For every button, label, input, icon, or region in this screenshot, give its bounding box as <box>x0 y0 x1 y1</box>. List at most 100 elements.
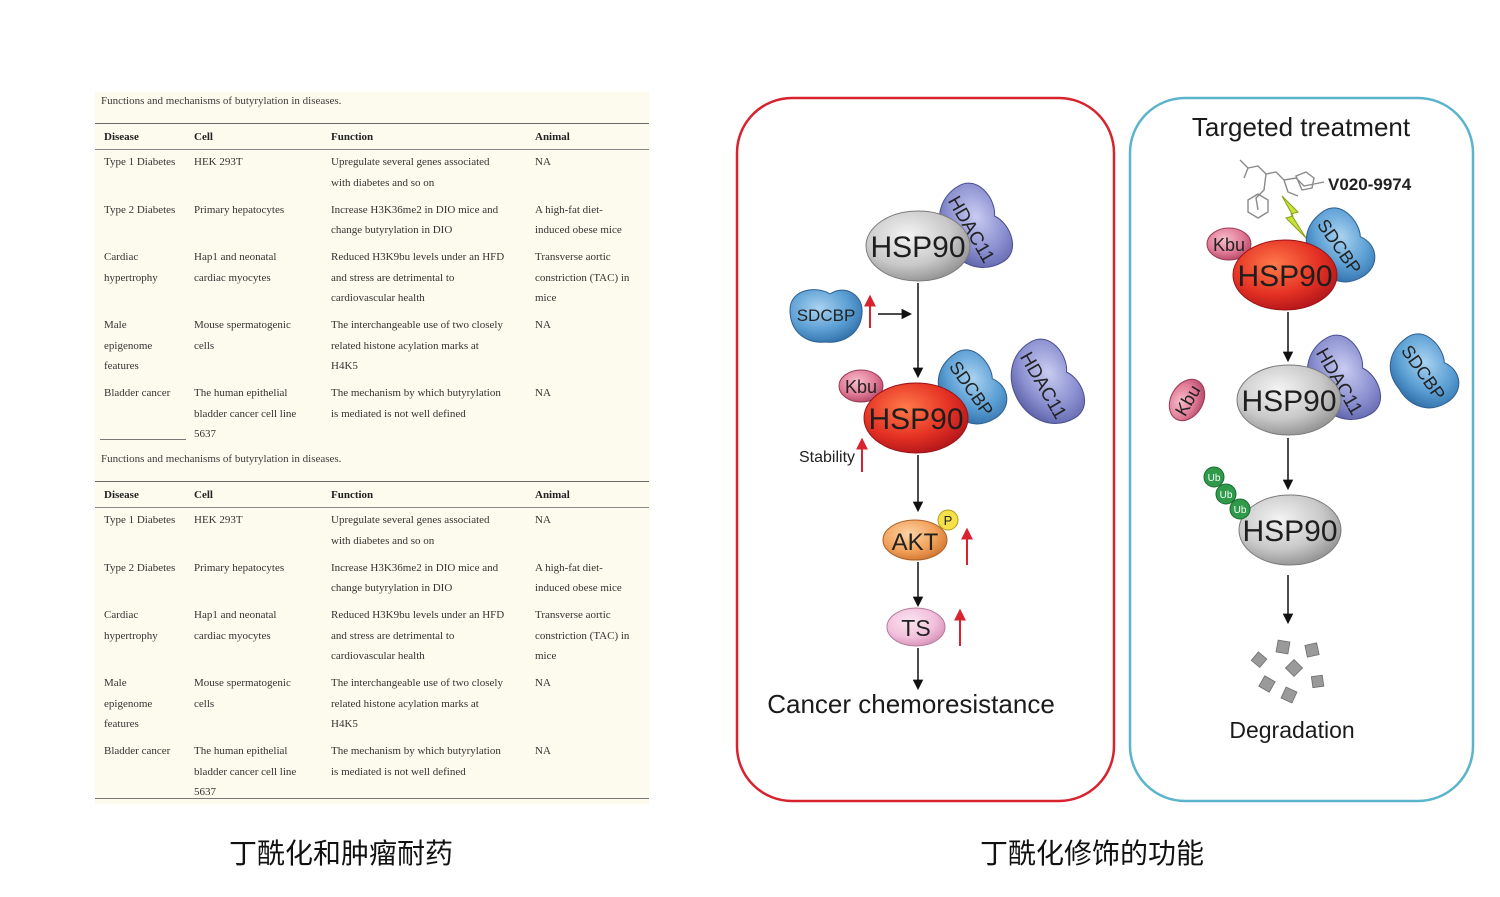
right-panel-frame <box>1128 96 1475 803</box>
akt-label: AKT <box>892 529 939 556</box>
table-bottom-rule <box>95 798 649 799</box>
cell-line: mice <box>535 292 557 304</box>
cell-line: HEK 293T <box>194 156 243 168</box>
cell-line: cardiovascular health <box>331 292 425 304</box>
cell-line: with diabetes and so on <box>331 534 435 547</box>
cell-line: Upregulate several genes associated <box>331 156 490 168</box>
table-grid: Disease Cell Function Animal Type 1 Diab… <box>95 123 649 449</box>
cell-line: Type 2 Diabetes <box>104 203 176 216</box>
table-caption: Functions and mechanisms of butyrylation… <box>101 95 342 107</box>
cell-line: change butyrylation in DIO <box>331 582 453 594</box>
table-header-row: Disease Cell Function Animal <box>95 124 649 150</box>
header-animal: Animal <box>535 488 570 501</box>
cell-line: NA <box>535 514 551 526</box>
cell-line: HEK 293T <box>194 514 243 526</box>
header-cell: Cell <box>194 130 213 143</box>
cell-line: is mediated is not well defined <box>331 765 466 778</box>
table-cell-function: Increase H3K36me2 in DIO mice and change … <box>322 558 526 604</box>
cell-line: Type 2 Diabetes <box>104 561 176 574</box>
ts-node <box>886 607 946 647</box>
cell-line: epigenome <box>104 339 153 352</box>
cell-line: change butyrylation in DIO <box>331 224 453 236</box>
cell-line: cardiac myocytes <box>194 271 271 284</box>
cell-line: Transverse aortic <box>535 609 611 621</box>
cell-line: NA <box>535 677 551 689</box>
akt-node <box>882 519 948 561</box>
hsp90-top <box>865 210 971 282</box>
cell-line: induced obese mice <box>535 582 622 594</box>
hsp90-right-mid <box>1236 364 1342 436</box>
table-cell-animal: NA <box>526 673 649 739</box>
ts-label: TS <box>901 615 930 641</box>
cell-line: mice <box>535 650 557 662</box>
cell-line: Upregulate several genes associated <box>331 514 490 526</box>
outcome-degradation: Degradation <box>1229 717 1354 743</box>
caption-left: 丁酰化和肿瘤耐药 <box>229 837 454 870</box>
ub-2 <box>1215 483 1237 505</box>
ub-3-label: Ub <box>1234 505 1247 516</box>
cell-line: features <box>104 718 139 730</box>
hsp90-right-bottom <box>1238 494 1342 566</box>
cell-line: NA <box>535 387 551 399</box>
caption-right: 丁酰化修饰的功能 <box>980 837 1205 870</box>
hsp90-right-bottom-label: HSP90 <box>1242 515 1337 548</box>
degradation-fragments-icon <box>1250 639 1325 704</box>
table-cell-disease: Type 1 Diabetes <box>95 510 185 556</box>
table-header-row: Disease Cell Function Animal <box>95 482 649 508</box>
cell-line: 5637 <box>194 786 216 798</box>
table-row: Type 1 Diabetes HEK 293T Upregulate severa… <box>95 150 649 198</box>
table-cell-cell: Primary hepatocytes <box>185 200 322 246</box>
cell-line: induced obese mice <box>535 224 622 236</box>
cell-line: A high-fat diet- <box>535 203 603 216</box>
cell-line: bladder cancer cell line <box>194 765 297 778</box>
cell-line: Cardiac <box>104 251 139 263</box>
cell-line: Primary hepatocytes <box>194 203 285 216</box>
kbu-right-top-label: Kbu <box>1213 235 1245 255</box>
hsp90-mid <box>863 382 969 454</box>
stability-label: Stability <box>799 449 855 466</box>
header-cell: Cell <box>194 488 213 501</box>
kbu-left-label: Kbu <box>845 377 877 397</box>
table-cell-function: Upregulate several genes associated with … <box>322 510 526 556</box>
cell-line: with diabetes and so on <box>331 176 435 189</box>
table-cell-animal: NA <box>526 383 649 449</box>
sdcbp-side-label: SDCBP <box>797 306 856 325</box>
cell-line: H4K5 <box>331 360 358 372</box>
table-cell-disease: Type 1 Diabetes <box>95 152 185 198</box>
cell-line: Reduced H3K9bu levels under an HFD <box>331 251 505 263</box>
outcome-chemoresistance: Cancer chemoresistance <box>767 689 1055 719</box>
cell-line: 5637 <box>194 428 216 440</box>
table-cell-disease: Bladder cancer <box>95 383 185 449</box>
cell-line: and stress are detrimental to <box>331 629 455 642</box>
cell-line: Cardiac <box>104 609 139 621</box>
kbu-left <box>838 369 884 403</box>
cell-line: H4K5 <box>331 718 358 730</box>
table-panel: Functions and mechanisms of butyrylation… <box>95 92 649 804</box>
header-function: Function <box>331 130 374 143</box>
table-cell-function: Upregulate several genes associated with … <box>322 152 526 198</box>
drug-structure-icon <box>1239 159 1325 219</box>
sdcbp-free: SDCBP <box>1389 333 1460 409</box>
cell-line: related histone acylation marks at <box>331 697 479 710</box>
cell-line: Hap1 and neonatal <box>194 609 277 621</box>
cell-line: cells <box>194 697 215 710</box>
cell-line: Increase H3K36me2 in DIO mice and <box>331 561 499 574</box>
phospho-badge <box>937 509 959 531</box>
table-grid: Disease Cell Function Animal Type 1 Diab… <box>95 481 649 807</box>
ub-3 <box>1229 498 1251 520</box>
cell-line: hypertrophy <box>104 629 158 642</box>
cell-line: NA <box>535 745 551 757</box>
cell-line: Primary hepatocytes <box>194 561 285 574</box>
